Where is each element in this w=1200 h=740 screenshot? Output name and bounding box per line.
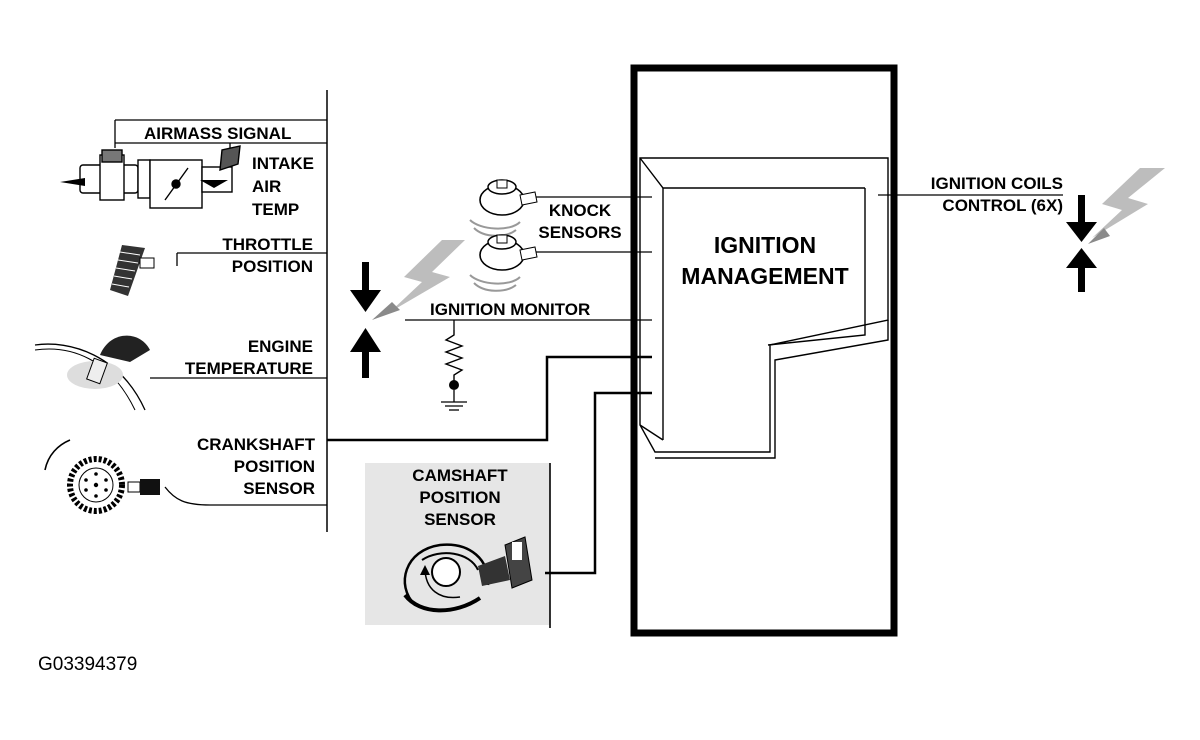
- engine-temperature-line-1: ENGINE: [247, 337, 313, 356]
- monitor-arrows: [350, 262, 381, 378]
- spark-lightning-icon: [372, 240, 465, 320]
- coil-arrows: [1066, 195, 1097, 292]
- crankshaft-line-3: SENSOR: [243, 479, 315, 498]
- engine-temperature-label: ENGINE TEMPERATURE: [150, 336, 313, 380]
- coil-spark-icon: [1088, 168, 1165, 244]
- camshaft-line-2: POSITION: [419, 488, 501, 507]
- ignition-management-line-2: MANAGEMENT: [681, 263, 849, 289]
- ground-node: [449, 380, 459, 390]
- intake-air-temp-line-3: TEMP: [252, 200, 300, 219]
- camshaft-line-3: SENSOR: [424, 510, 496, 529]
- knock-sensors-line-2: SENSORS: [538, 223, 622, 242]
- intake-air-temp-line-1: INTAKE: [252, 154, 315, 173]
- throttle-position-label: THROTTLE POSITION: [198, 234, 313, 278]
- ignition-management-block: [639, 157, 889, 459]
- crankshaft-wheel-sensor-icon: [44, 439, 160, 514]
- resistor-icon: [444, 330, 464, 382]
- ecu-box: [630, 64, 898, 637]
- throttle-pedal-icon: [110, 245, 155, 296]
- ignition-management-label: IGNITION MANAGEMENT: [665, 230, 865, 292]
- figure-code: G03394379: [38, 654, 138, 675]
- camshaft-position-sensor-label: CAMSHAFT POSITION SENSOR: [385, 465, 535, 531]
- ignition-coils-control-label: IGNITION COILS CONTROL (6X): [895, 173, 1063, 217]
- crankshaft-line: [327, 355, 652, 442]
- knock-sensor-icon: [469, 179, 538, 292]
- engine-temperature-line-2: TEMPERATURE: [184, 359, 313, 378]
- ignition-monitor-label: IGNITION MONITOR: [430, 300, 591, 319]
- crankshaft-line-2: POSITION: [233, 457, 315, 476]
- crankshaft-line-1: CRANKSHAFT: [196, 435, 315, 454]
- intake-air-temp-line-2: AIR: [252, 177, 282, 196]
- ignition-management-line-1: IGNITION: [713, 232, 817, 258]
- intake-air-temp-label: INTAKE AIR TEMP: [252, 152, 314, 221]
- airmass-signal-label: AIRMASS SIGNAL: [144, 124, 292, 143]
- crankshaft-position-sensor-label: CRANKSHAFT POSITION SENSOR: [165, 434, 315, 500]
- camshaft-line: [545, 391, 652, 575]
- ignition-coils-line-1: IGNITION COILS: [930, 174, 1063, 193]
- ignition-coils-line-2: CONTROL (6X): [942, 196, 1063, 215]
- throttle-position-line-2: POSITION: [231, 257, 313, 276]
- knock-sensors-line-1: KNOCK: [548, 201, 612, 220]
- engine-temperature-sensor-icon: [34, 335, 150, 411]
- camshaft-wheel-sensor-icon: [403, 536, 533, 613]
- camshaft-line-1: CAMSHAFT: [412, 466, 508, 485]
- knock-sensors-label: KNOCK SENSORS: [525, 200, 635, 244]
- left-connectors: [114, 119, 327, 506]
- throttle-position-line-1: THROTTLE: [222, 235, 313, 254]
- airmass-meter-icon: [79, 145, 241, 209]
- knock-lines: [535, 196, 652, 253]
- ground-symbol-icon: [441, 390, 467, 411]
